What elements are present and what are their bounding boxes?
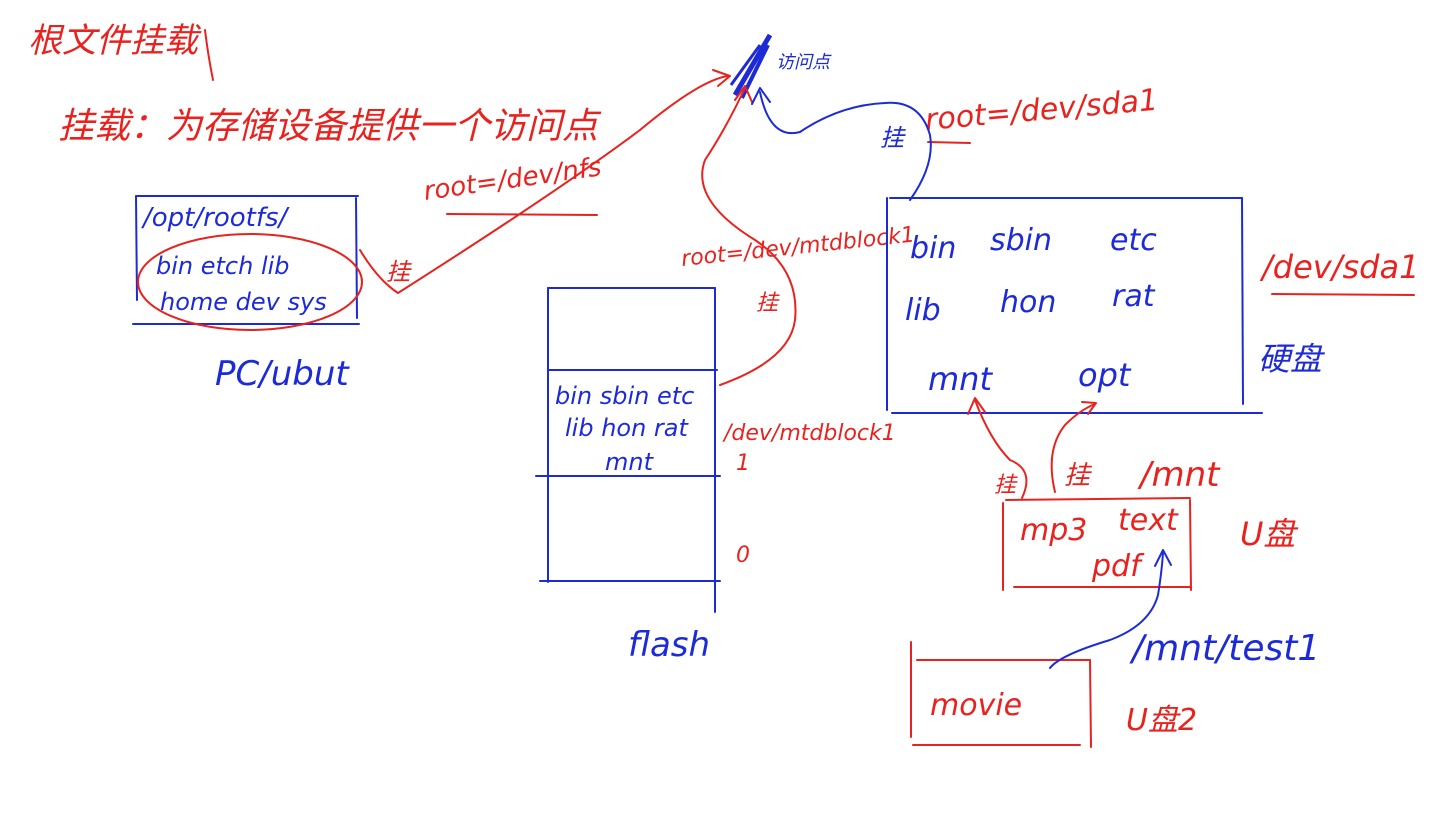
flash-dirs-line2: lib hon rat [565,414,690,442]
usb-to-mnt-arrow [974,399,1028,499]
access-point-label: 访问点 [776,52,832,73]
disk-panel [886,197,1263,414]
disk-mount-arrow [759,91,932,201]
usb-file-text: text [1118,503,1179,538]
pc-mount-arrow [359,75,729,294]
usb-panel [1002,497,1192,591]
usb-to-opt-arrow [1050,403,1096,493]
usb2-caption: U盘2 [1126,703,1197,738]
flash-index-1: 1 [736,451,750,476]
pc-dirs-line2: home dev sys [160,288,327,316]
flash-mount-arrow [701,87,797,386]
pc-mount-char: 挂 [386,258,412,286]
usb2-mount-arrow [1049,551,1164,669]
usb-mnt-mount-char: 挂 [994,473,1018,498]
flash-root-param: root=/dev/mtdblock1 [680,223,916,272]
disk-dir-hon: hon [1000,285,1056,320]
disk-device: /dev/sda1 [1259,248,1419,286]
usb-mount-point: /mnt [1137,455,1221,495]
disk-dir-sbin: sbin [990,223,1052,258]
flash-mount-char: 挂 [756,291,780,316]
disk-root-param: root=/dev/sda1 [924,83,1160,138]
disk-dir-etc: etc [1110,223,1157,258]
usb-file-pdf: pdf [1091,549,1145,584]
flash-dirs-line1: bin sbin etc [555,382,694,410]
pc-dirs-line1: bin etch lib [156,252,290,280]
usb-caption: U盘 [1240,515,1298,553]
disk-dir-rat: rat [1112,279,1156,314]
pc-caption: PC/ubut [215,354,350,394]
usb-file-mp3: mp3 [1020,513,1087,548]
access-point-mark [729,33,773,99]
disk-dir-bin: bin [910,231,956,266]
flash-index-0: 0 [736,543,750,568]
disk-dir-opt: opt [1078,356,1132,394]
pc-rootfs-path: /opt/rootfs/ [141,203,291,233]
pc-rootfs-panel [132,195,363,331]
usb2-mount-point: /mnt/test1 [1129,628,1320,669]
flash-caption: flash [628,625,710,665]
notes-title: 根文件挂载 [28,21,202,61]
pc-root-param: root=/dev/nfs [422,152,604,207]
usb-opt-mount-char: 挂 [1064,461,1093,491]
usb2-content: movie [930,688,1022,723]
disk-caption: 硬盘 [1258,340,1325,378]
flash-dirs-line3: mnt [605,448,655,476]
flash-panel [535,287,721,613]
disk-dir-lib: lib [905,293,941,328]
mount-definition: 挂载：为存储设备提供一个访问点 [58,106,602,147]
disk-mount-char: 挂 [880,124,906,152]
disk-dir-mnt: mnt [928,360,993,398]
flash-device: /dev/mtdblock1 [722,421,896,446]
